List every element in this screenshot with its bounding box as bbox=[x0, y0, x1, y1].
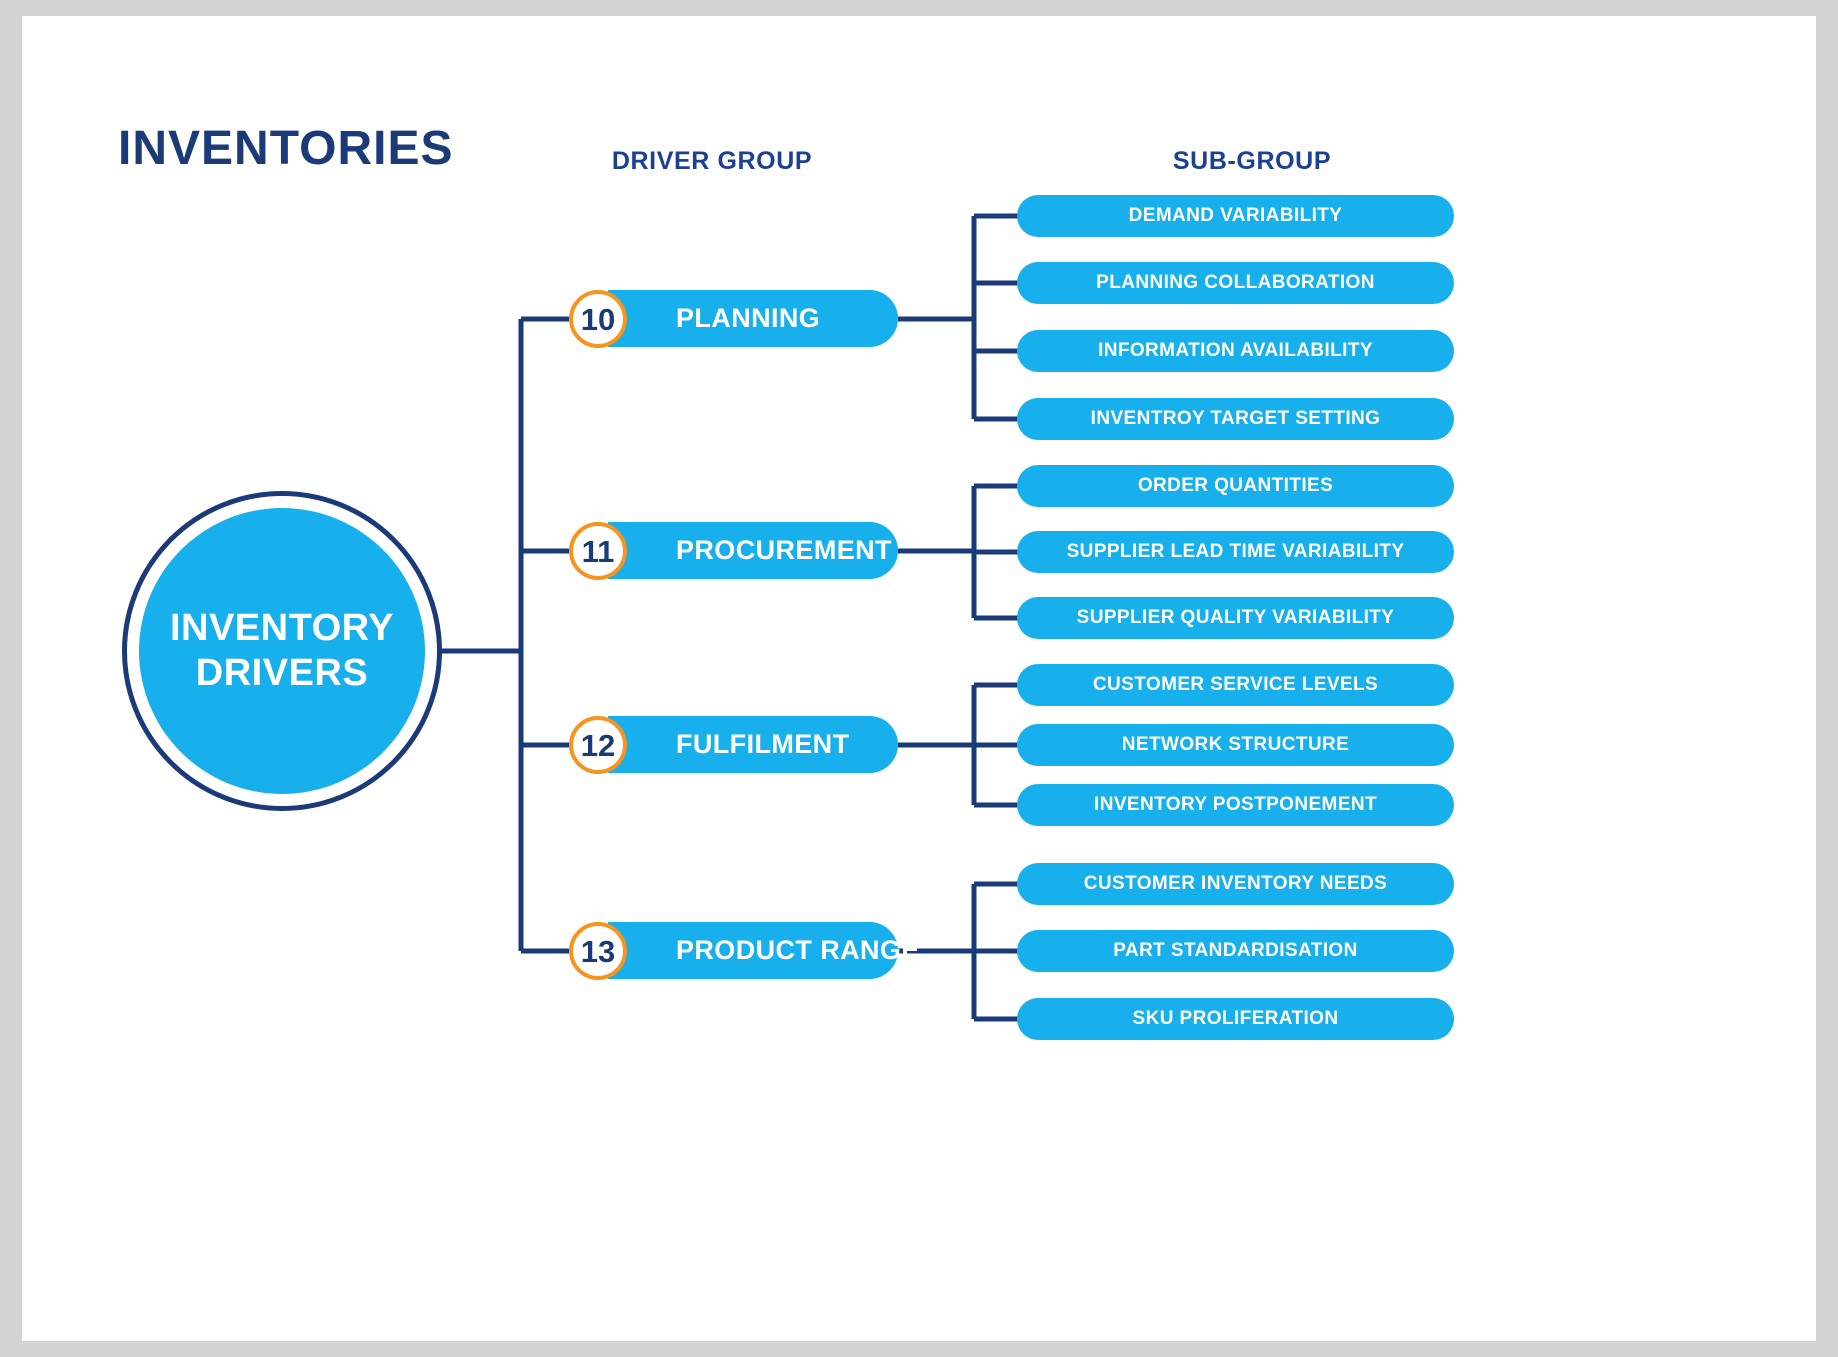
group-pill-planning[interactable]: PLANNING bbox=[608, 290, 898, 347]
group-badge-11[interactable]: 11 bbox=[569, 522, 627, 580]
sub-pill-customer-service-levels[interactable]: CUSTOMER SERVICE LEVELS bbox=[1017, 664, 1454, 706]
group-pill-product-range[interactable]: PRODUCT RANGE bbox=[608, 922, 919, 979]
sub-pill-information-availability[interactable]: INFORMATION AVAILABILITY bbox=[1017, 330, 1454, 372]
group-badge-number: 13 bbox=[580, 933, 616, 969]
sub-pill-sku-proliferation[interactable]: SKU PROLIFERATION bbox=[1017, 998, 1454, 1040]
sub-pill-label: INFORMATION AVAILABILITY bbox=[1098, 340, 1373, 361]
sub-pill-demand-variability[interactable]: DEMAND VARIABILITY bbox=[1017, 195, 1454, 237]
sub-pill-supplier-quality-variability[interactable]: SUPPLIER QUALITY VARIABILITY bbox=[1017, 597, 1454, 639]
sub-pill-supplier-lead-time-variability[interactable]: SUPPLIER LEAD TIME VARIABILITY bbox=[1017, 531, 1454, 573]
group-badge-number: 11 bbox=[581, 533, 615, 569]
hub-circle[interactable]: INVENTORY DRIVERS bbox=[139, 508, 425, 794]
group-pill-label: PROCUREMENT bbox=[676, 535, 892, 565]
sub-pill-inventory-postponement[interactable]: INVENTORY POSTPONEMENT bbox=[1017, 784, 1454, 826]
sub-pill-inventroy-target-setting[interactable]: INVENTROY TARGET SETTING bbox=[1017, 398, 1454, 440]
group-badge-13[interactable]: 13 bbox=[569, 922, 627, 980]
group-pill-label: FULFILMENT bbox=[676, 729, 850, 759]
sub-pill-planning-collaboration[interactable]: PLANNING COLLABORATION bbox=[1017, 262, 1454, 304]
page-title: INVENTORIES bbox=[118, 122, 454, 175]
sub-pill-label: CUSTOMER INVENTORY NEEDS bbox=[1083, 873, 1388, 894]
group-pill-label: PRODUCT RANGE bbox=[676, 935, 920, 965]
sub-pill-label: CUSTOMER SERVICE LEVELS bbox=[1092, 674, 1379, 695]
group-badge-12[interactable]: 12 bbox=[569, 716, 627, 774]
group-badge-10[interactable]: 10 bbox=[569, 290, 627, 348]
group-pill-fulfilment[interactable]: FULFILMENT bbox=[608, 716, 898, 773]
sub-pill-label: INVENTORY POSTPONEMENT bbox=[1094, 794, 1377, 815]
sub-pill-label: SUPPLIER LEAD TIME VARIABILITY bbox=[1066, 541, 1405, 562]
group-pill-label: PLANNING bbox=[676, 303, 821, 333]
sub-pill-label: PLANNING COLLABORATION bbox=[1096, 272, 1375, 293]
sub-pill-label: DEMAND VARIABILITY bbox=[1128, 205, 1343, 226]
group-pill-procurement[interactable]: PROCUREMENT bbox=[608, 522, 898, 579]
group-badge-number: 10 bbox=[580, 301, 616, 337]
column-header-sub-group: SUB-GROUP bbox=[1172, 147, 1332, 175]
sub-pill-label: SUPPLIER QUALITY VARIABILITY bbox=[1076, 607, 1395, 628]
sub-pill-part-standardisation[interactable]: PART STANDARDISATION bbox=[1017, 930, 1454, 972]
sub-pill-customer-inventory-needs[interactable]: CUSTOMER INVENTORY NEEDS bbox=[1017, 863, 1454, 905]
group-badge-number: 12 bbox=[580, 727, 616, 763]
sub-pill-order-quantities[interactable]: ORDER QUANTITIES bbox=[1017, 465, 1454, 507]
sub-pill-network-structure[interactable]: NETWORK STRUCTURE bbox=[1017, 724, 1454, 766]
sub-pill-label: NETWORK STRUCTURE bbox=[1121, 734, 1350, 755]
diagram-canvas: INVENTORIES DRIVER GROUP SUB-GROUP INVEN… bbox=[22, 16, 1816, 1341]
hub-label: INVENTORY DRIVERS bbox=[169, 607, 395, 694]
sub-pill-label: INVENTROY TARGET SETTING bbox=[1090, 408, 1381, 429]
sub-pill-label: ORDER QUANTITIES bbox=[1137, 475, 1334, 496]
column-header-driver-group: DRIVER GROUP bbox=[611, 147, 813, 175]
sub-pill-label: PART STANDARDISATION bbox=[1113, 940, 1358, 961]
sub-pill-label: SKU PROLIFERATION bbox=[1132, 1008, 1339, 1029]
connector-lines bbox=[425, 213, 1022, 1022]
